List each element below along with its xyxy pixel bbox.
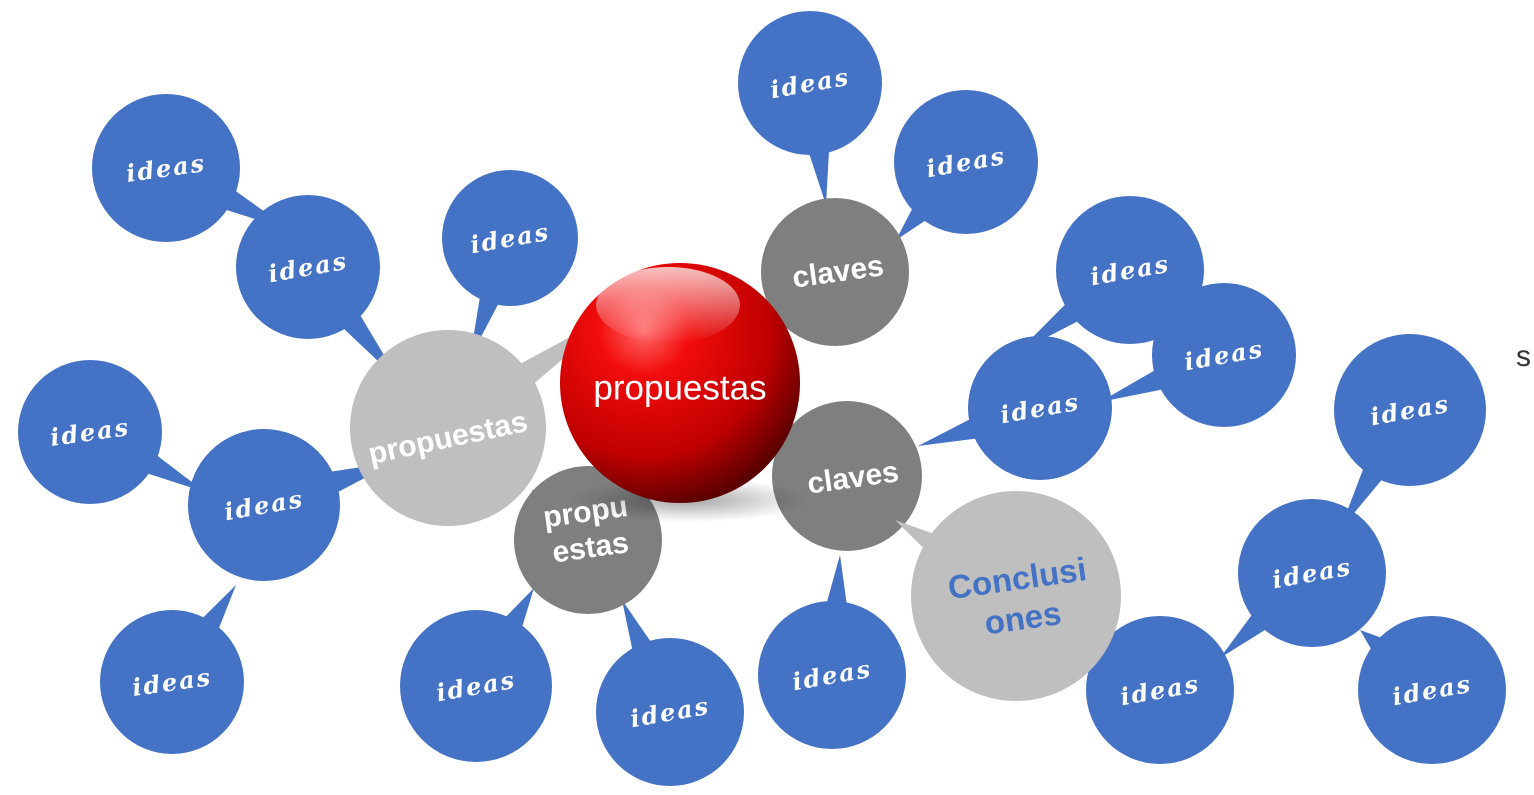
idea-bubble-circle <box>968 336 1112 480</box>
idea-bubble: ideas <box>18 360 205 504</box>
central-sphere: propuestas <box>560 263 810 522</box>
idea-bubble-circle <box>1056 196 1204 344</box>
idea-bubble-circle <box>18 360 162 504</box>
idea-bubble-circle <box>1086 616 1234 764</box>
hub-propuestas-light: propuestas <box>350 310 620 526</box>
sphere-highlight <box>596 267 740 343</box>
idea-bubble: ideas <box>596 600 744 786</box>
idea-bubble-circle <box>1152 283 1296 427</box>
idea-bubble: ideas <box>236 195 400 382</box>
idea-bubble-circle <box>236 195 380 339</box>
edge-fragment-text: s <box>1516 340 1531 373</box>
idea-bubble-circle <box>758 601 906 749</box>
center-label: propuestas <box>593 369 766 408</box>
idea-bubble: ideas <box>1334 334 1486 530</box>
idea-bubble-circle <box>92 94 240 242</box>
idea-bubble: ideas <box>758 555 906 749</box>
idea-bubble: ideas <box>918 336 1112 480</box>
hub-claves-bottom: claves <box>772 401 922 551</box>
hub-conclusiones-circle <box>911 491 1121 701</box>
idea-bubble: ideas <box>738 11 882 205</box>
idea-bubble: ideas <box>100 585 244 754</box>
idea-bubble: ideas <box>1358 616 1506 764</box>
idea-bubble-circle <box>400 610 552 762</box>
idea-bubble-circle <box>1238 499 1386 647</box>
idea-bubble-circle <box>100 610 244 754</box>
idea-bubble-circle <box>596 638 744 786</box>
hub-claves-bottom-circle <box>772 401 922 551</box>
idea-bubble-circle <box>188 429 340 581</box>
idea-bubble-circle <box>1358 616 1506 764</box>
idea-bubble: ideas <box>1220 499 1386 658</box>
idea-bubble-circle <box>1334 334 1486 486</box>
hub-propuestas-light-circle <box>350 330 546 526</box>
idea-bubble-circle <box>894 90 1038 234</box>
idea-bubble: ideas <box>894 90 1038 240</box>
idea-bubble: ideas <box>442 170 578 358</box>
idea-bubble-circle <box>442 170 578 306</box>
idea-bubble: ideas <box>400 588 552 762</box>
idea-bubble: ideas <box>1018 196 1204 352</box>
hub-claves-top: claves <box>761 198 909 346</box>
idea-bubble: ideas <box>1100 283 1296 427</box>
hub-claves-top-circle <box>761 198 909 346</box>
idea-bubble: ideas <box>188 429 395 581</box>
idea-bubble-circle <box>738 11 882 155</box>
